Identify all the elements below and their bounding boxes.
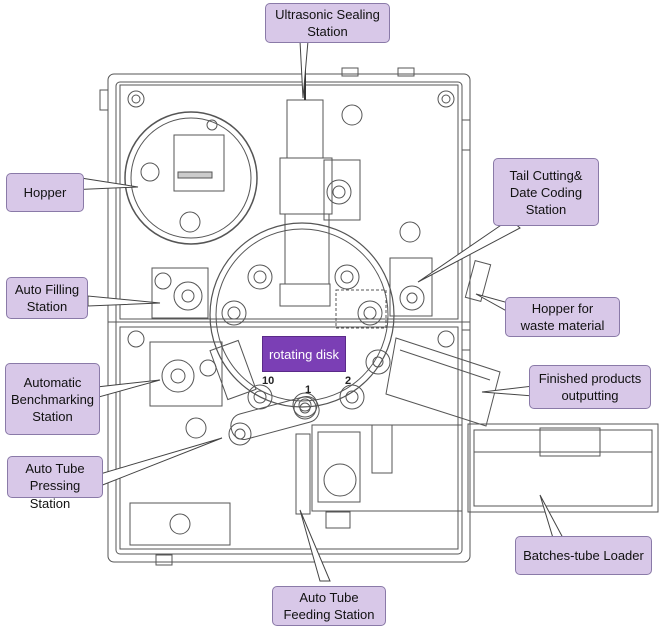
- disk-number-1: 1: [305, 384, 311, 396]
- label-auto-tube-pressing: Auto Tube Pressing: [7, 456, 103, 498]
- leader-auto-filling: [87, 295, 161, 307]
- leader-loader: [539, 494, 564, 539]
- label-batches-tube-loader: Batches-tube Loader: [515, 536, 652, 575]
- disk-number-10: 10: [262, 375, 274, 387]
- hopper-bowl: [124, 111, 258, 245]
- label-hopper: Hopper: [6, 173, 84, 212]
- leader-feeding: [299, 509, 331, 582]
- lower-compartment: [119, 326, 459, 550]
- leader-lines: [67, 40, 564, 582]
- leader-pressing: [99, 437, 223, 487]
- label-hopper-for-waste: Hopper for waste material: [505, 297, 620, 337]
- label-auto-tube-feeding-station: Auto Tube Feeding Station: [272, 586, 386, 626]
- label-rotating-disk: rotating disk: [262, 336, 346, 372]
- label-tail-cutting-station: Tail Cutting& Date Coding Station: [493, 158, 599, 226]
- rotating-disk: [209, 222, 395, 408]
- label-auto-tube-pressing-station: Station: [29, 496, 71, 511]
- upper-compartment: [119, 84, 459, 320]
- label-finished-products: Finished products outputting: [529, 365, 651, 409]
- leader-finished: [481, 385, 534, 397]
- leader-tail-cutting: [417, 218, 521, 283]
- machine-frame: [107, 73, 471, 563]
- leader-ultrasonic: [299, 40, 309, 99]
- label-automatic-benchmarking: Automatic Benchmarking Station: [5, 363, 100, 435]
- batches-tube-loader: [467, 423, 659, 513]
- label-auto-filling-station: Auto Filling Station: [6, 277, 88, 319]
- label-ultrasonic-sealing-station: Ultrasonic Sealing Station: [265, 3, 390, 43]
- disk-number-2: 2: [345, 375, 351, 387]
